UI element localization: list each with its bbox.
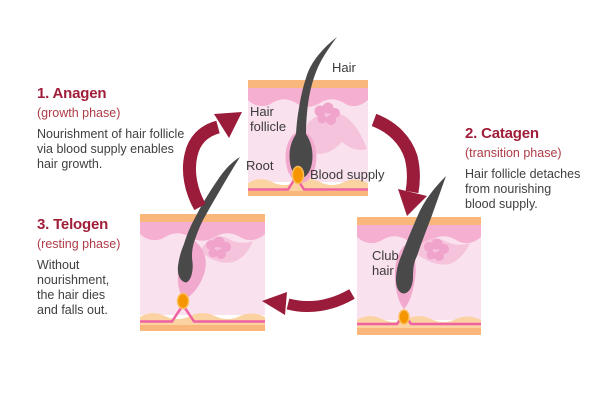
club-hair-shaft [395, 176, 446, 294]
anagen-heading: 1. Anagen [37, 85, 107, 102]
arrow-telogen-to-anagen [182, 112, 242, 211]
catagen-skin-illustration [357, 176, 481, 335]
telogen-skin-illustration [140, 157, 265, 331]
arrow-catagen-to-telogen [262, 289, 355, 315]
hair-follicle-label: Hair follicle [250, 104, 286, 134]
telogen-phase-label: (resting phase) [37, 237, 121, 251]
telogen-heading: 3. Telogen [37, 216, 109, 233]
telogen-description: Without nourishment, the hair dies and f… [37, 258, 120, 318]
label-line: hair [372, 263, 394, 278]
description-line: hair growth. [37, 157, 103, 171]
description-line: and falls out. [37, 303, 108, 317]
anagen-text-block: 1. Anagen (growth phase) Nourishment of … [37, 85, 184, 172]
description-line: from nourishing [465, 182, 552, 196]
description-line: Nourishment of hair follicle [37, 127, 185, 141]
label-line: Hair [250, 104, 274, 119]
hair-label: Hair [332, 60, 356, 75]
description-line: via blood supply enables [37, 142, 174, 156]
sebaceous-gland-icon [414, 238, 470, 265]
papilla-icon [398, 309, 410, 325]
description-line: nourishment, [37, 273, 110, 287]
telogen-text-block: 3. Telogen (resting phase) Without nouri… [37, 216, 120, 318]
catagen-phase-label: (transition phase) [465, 146, 562, 160]
anagen-description: Nourishment of hair follicle via blood s… [37, 127, 184, 172]
label-line: follicle [250, 119, 287, 134]
sebaceous-gland-icon [200, 236, 253, 263]
root-label: Root [246, 158, 274, 173]
anagen-phase-label: (growth phase) [37, 106, 121, 120]
catagen-text-block: 2. Catagen (transition phase) Hair folli… [465, 125, 580, 212]
sebaceous-gland-icon [304, 102, 367, 154]
papilla-icon [176, 292, 190, 310]
anagen-skin-illustration [248, 37, 368, 196]
papilla-icon [291, 165, 305, 185]
label-line: Club [372, 248, 399, 263]
catagen-description: Hair follicle detaches from nourishing b… [465, 167, 580, 212]
catagen-heading: 2. Catagen [465, 125, 539, 142]
arrow-anagen-to-catagen [371, 113, 427, 216]
description-line: blood supply. [465, 197, 538, 211]
description-line: Hair follicle detaches [465, 167, 581, 181]
club-hair-label: Club hair [372, 248, 399, 278]
blood-supply-label: Blood supply [310, 167, 385, 182]
detaching-hair [177, 157, 240, 283]
growing-hair [289, 37, 337, 179]
description-line: Without [37, 258, 80, 272]
description-line: the hair dies [37, 288, 106, 302]
